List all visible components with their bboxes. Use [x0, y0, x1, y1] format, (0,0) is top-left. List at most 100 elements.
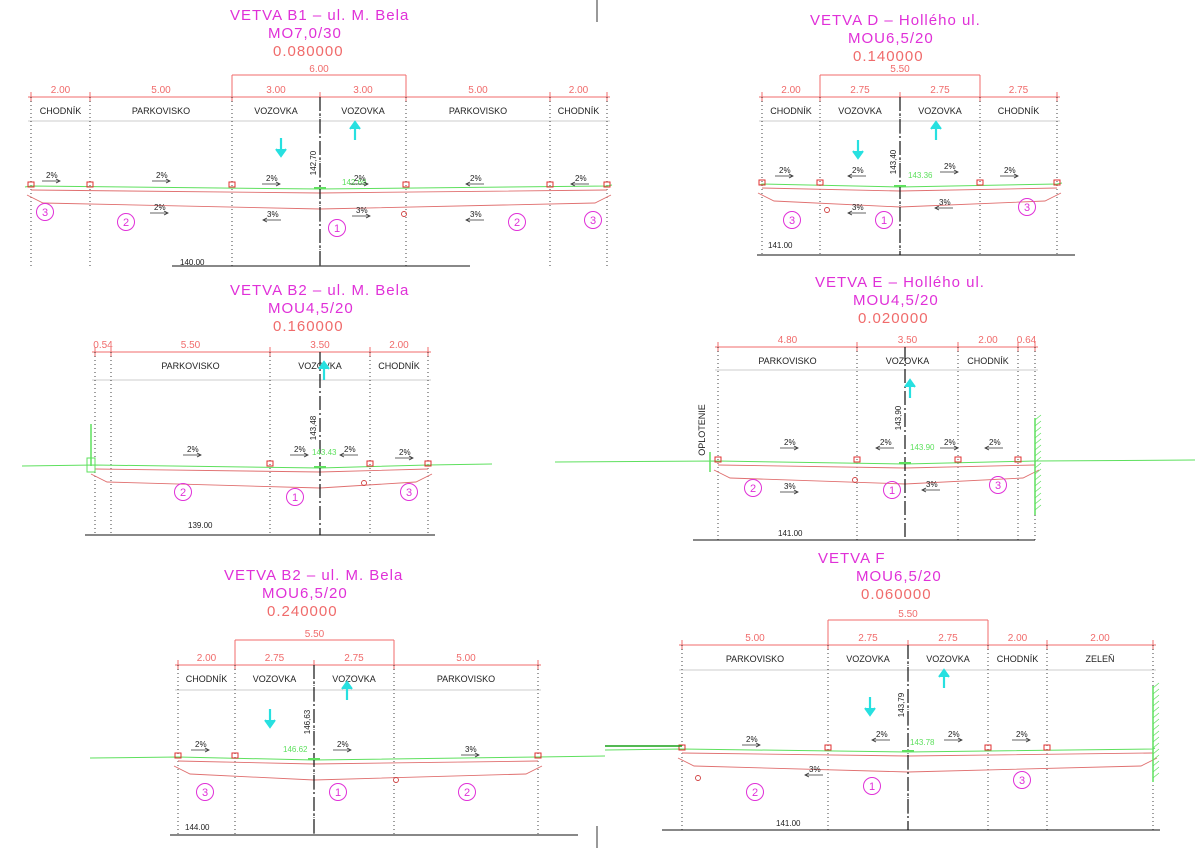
lane-label: CHODNÍK [40, 106, 82, 116]
lane-label: VOZOVKA [926, 654, 970, 664]
slope-label: 3% [939, 198, 951, 207]
curb [714, 456, 722, 463]
datum-value: 141.00 [778, 529, 803, 538]
slope-arrowhead [847, 210, 853, 216]
drain [361, 480, 367, 486]
slope-arrowhead [346, 747, 352, 753]
layer-number: 1 [889, 485, 895, 497]
wall-hatch [1152, 688, 1160, 695]
slope-arrowhead [934, 205, 940, 211]
curb [1014, 456, 1022, 463]
wall-hatch [1034, 450, 1042, 457]
wall-hatch [1152, 694, 1160, 701]
slope-arrowhead [339, 452, 345, 458]
layer-number: 2 [514, 217, 520, 229]
lane-width: 2.00 [978, 335, 998, 346]
curb [366, 460, 374, 467]
terrain-line [759, 182, 1063, 188]
wall-hatch [1034, 420, 1042, 427]
lane-width: 5.00 [468, 85, 488, 96]
layer-number: 2 [750, 483, 756, 495]
design-level: 143.78 [910, 738, 935, 747]
section-b2a: VETVA B2 – ul. M. BelaMOU4,5/200.1600000… [21, 282, 493, 536]
fence-label: OPLOTENIE [697, 404, 707, 456]
slope-label: 2% [779, 166, 791, 175]
wall-hatch [1152, 772, 1160, 779]
layer-number: 2 [123, 217, 129, 229]
slope-label: 3% [267, 210, 279, 219]
traffic-arrowhead [864, 707, 876, 717]
slope-label: 2% [354, 174, 366, 183]
slope-arrowhead [275, 181, 281, 187]
wall-hatch [1034, 480, 1042, 487]
traffic-arrowhead [852, 150, 864, 160]
curb [853, 456, 861, 463]
axis-elevation: 146,63 [303, 709, 312, 734]
lane-label: ZELEŇ [1085, 654, 1114, 664]
slope-arrowhead [474, 752, 480, 758]
wall-hatch [1152, 718, 1160, 725]
lane-label: VOZOVKA [846, 654, 890, 664]
layer-number: 3 [1024, 202, 1030, 214]
lane-width: 5.00 [151, 85, 171, 96]
drain [695, 775, 701, 781]
wall-hatch [1152, 748, 1160, 755]
lane-width: 2.00 [1008, 633, 1028, 644]
fence-base [86, 457, 96, 473]
wall-hatch [1034, 474, 1042, 481]
slope-label: 2% [46, 171, 58, 180]
curb [1053, 179, 1061, 186]
subgrade-line [757, 192, 1062, 208]
slope-label: 2% [154, 203, 166, 212]
section-station: 0.240000 [267, 603, 338, 620]
section-station: 0.160000 [273, 318, 344, 335]
section-title: VETVA B2 – ul. M. Bela [224, 567, 403, 584]
layer-number: 1 [335, 787, 341, 799]
slope-label: 2% [746, 735, 758, 744]
subgrade-line [677, 757, 1158, 773]
curb [424, 460, 432, 467]
wall-hatch [1034, 444, 1042, 451]
axis-elevation: 143,40 [889, 149, 898, 174]
slope-arrowhead [755, 742, 761, 748]
layer-marker [286, 488, 304, 506]
lane-width: 2.00 [197, 653, 217, 664]
lane-label: VOZOVKA [332, 674, 376, 684]
slope-label: 3% [852, 203, 864, 212]
layer-marker [196, 783, 214, 801]
drain [401, 211, 407, 217]
layer-marker [329, 783, 347, 801]
lane-width: 2.00 [781, 85, 801, 96]
lane-width: 5.00 [745, 633, 765, 644]
lane-label: CHODNÍK [997, 654, 1039, 664]
slope-arrowhead [921, 487, 927, 493]
axis-elevation: 142,70 [309, 150, 318, 175]
lane-width: 2.75 [938, 633, 958, 644]
lane-width: 4.80 [778, 335, 798, 346]
top-dimension-value: 5.50 [890, 64, 910, 75]
slope-label: 2% [399, 448, 411, 457]
curb [984, 744, 992, 751]
slope-arrowhead [957, 737, 963, 743]
pavement-top [94, 468, 429, 473]
layer-number: 2 [464, 787, 470, 799]
slope-arrowhead [365, 213, 371, 219]
section-code: MOU6,5/20 [262, 585, 348, 602]
lane-width: 3.00 [353, 85, 373, 96]
layer-marker [883, 481, 901, 499]
lane-label: PARKOVISKO [726, 654, 784, 664]
layer-marker [746, 783, 764, 801]
slope-arrowhead [570, 181, 576, 187]
lane-width: 3.50 [310, 340, 330, 351]
terrain-line [21, 463, 493, 469]
layer-number: 2 [752, 787, 758, 799]
subgrade-line [90, 473, 433, 489]
slope-arrowhead [163, 210, 169, 216]
slope-label: 2% [876, 730, 888, 739]
axis-elevation: 143,90 [894, 405, 903, 430]
wall-hatch [1034, 504, 1042, 511]
curb [228, 181, 236, 188]
lane-width: 0.54 [93, 340, 113, 351]
lane-label: PARKOVISKO [161, 361, 219, 371]
